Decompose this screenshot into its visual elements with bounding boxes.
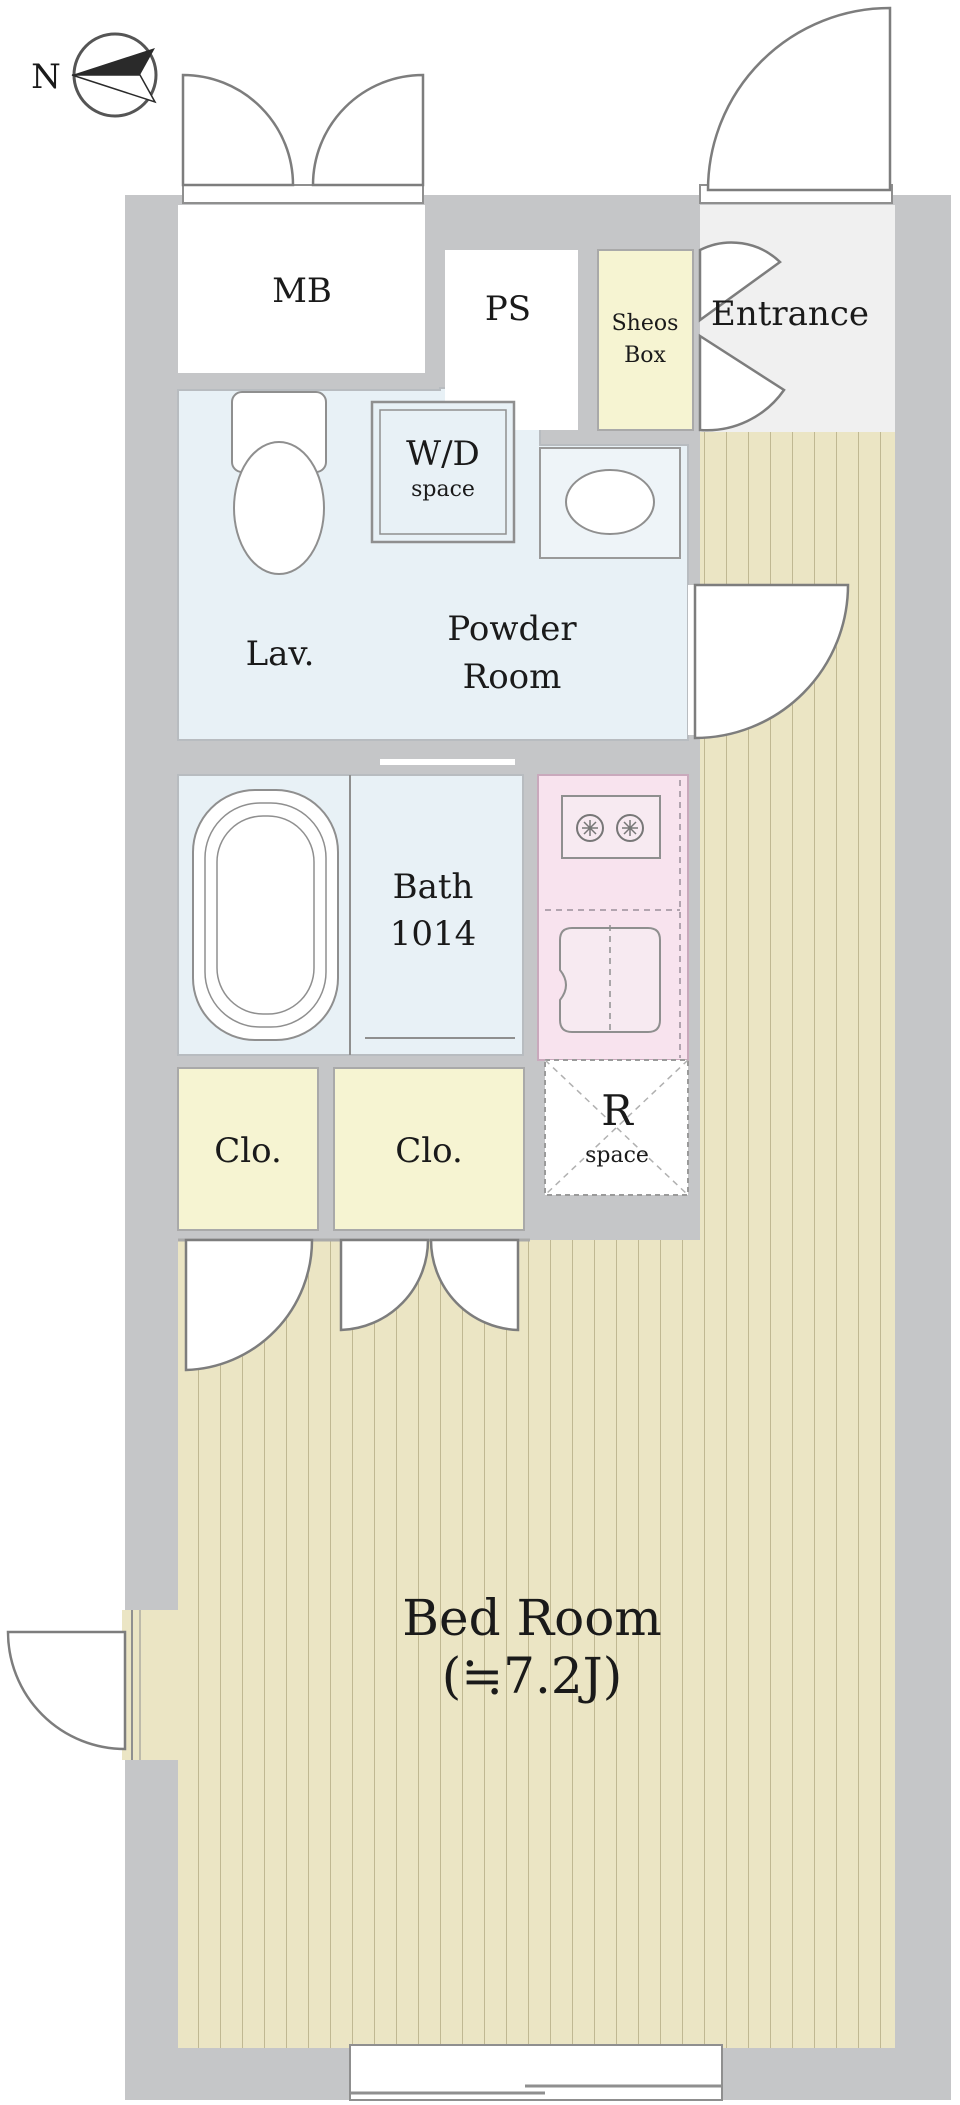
ps-label: PS bbox=[485, 289, 531, 329]
north-arrow-icon bbox=[71, 32, 158, 118]
closet-left-label: Clo. bbox=[214, 1131, 282, 1171]
closet-right bbox=[333, 1067, 525, 1231]
bath-label-1: Bath bbox=[393, 867, 474, 907]
mb-door-left[interactable] bbox=[181, 73, 295, 187]
ps-room bbox=[445, 250, 578, 430]
closet-right-door-right[interactable] bbox=[429, 1238, 520, 1332]
shoes-box-door-2[interactable] bbox=[698, 241, 782, 323]
r-space-label-1: R bbox=[601, 1086, 634, 1135]
wd-space-label-2: space bbox=[411, 477, 475, 502]
bed-room-label-1: Bed Room bbox=[402, 1589, 662, 1647]
wd-space bbox=[370, 400, 516, 544]
closet-right-door-left[interactable] bbox=[339, 1238, 430, 1332]
bed-room-floor bbox=[178, 432, 895, 2048]
shoes-box bbox=[597, 249, 694, 431]
bath-label-2: 1014 bbox=[390, 914, 477, 954]
burner-right-icon bbox=[616, 814, 644, 842]
bottom-window bbox=[349, 2044, 723, 2101]
closet-left-door[interactable] bbox=[184, 1238, 314, 1372]
shoes-box-label-2: Box bbox=[624, 343, 666, 368]
closet-right-label: Clo. bbox=[395, 1131, 463, 1171]
compass-label: N bbox=[31, 57, 61, 97]
bathtub bbox=[192, 789, 339, 1041]
balcony-door-left[interactable] bbox=[6, 1630, 127, 1751]
mb-door-right[interactable] bbox=[311, 73, 425, 187]
burner-left-icon bbox=[576, 814, 604, 842]
wd-space-label-1: W/D bbox=[406, 434, 480, 474]
lav-label: Lav. bbox=[246, 634, 315, 674]
powder-room-label-2: Room bbox=[463, 657, 562, 697]
shoes-box-door[interactable] bbox=[698, 333, 786, 432]
powder-room-label-1: Powder bbox=[447, 609, 577, 649]
closet-left bbox=[177, 1067, 319, 1231]
entrance-label: Entrance bbox=[711, 294, 869, 334]
entrance-door[interactable] bbox=[706, 6, 892, 192]
r-space bbox=[544, 1059, 689, 1196]
powder-room-door[interactable] bbox=[688, 583, 850, 740]
r-space-label-2: space bbox=[585, 1143, 649, 1168]
mb-room bbox=[178, 205, 425, 373]
mb-label: MB bbox=[272, 271, 332, 311]
bed-room-label-2: (≒7.2J) bbox=[442, 1647, 622, 1705]
sink-basin bbox=[565, 469, 655, 535]
shoes-box-label-1: Sheos bbox=[612, 311, 679, 336]
toilet-bowl bbox=[233, 441, 325, 575]
